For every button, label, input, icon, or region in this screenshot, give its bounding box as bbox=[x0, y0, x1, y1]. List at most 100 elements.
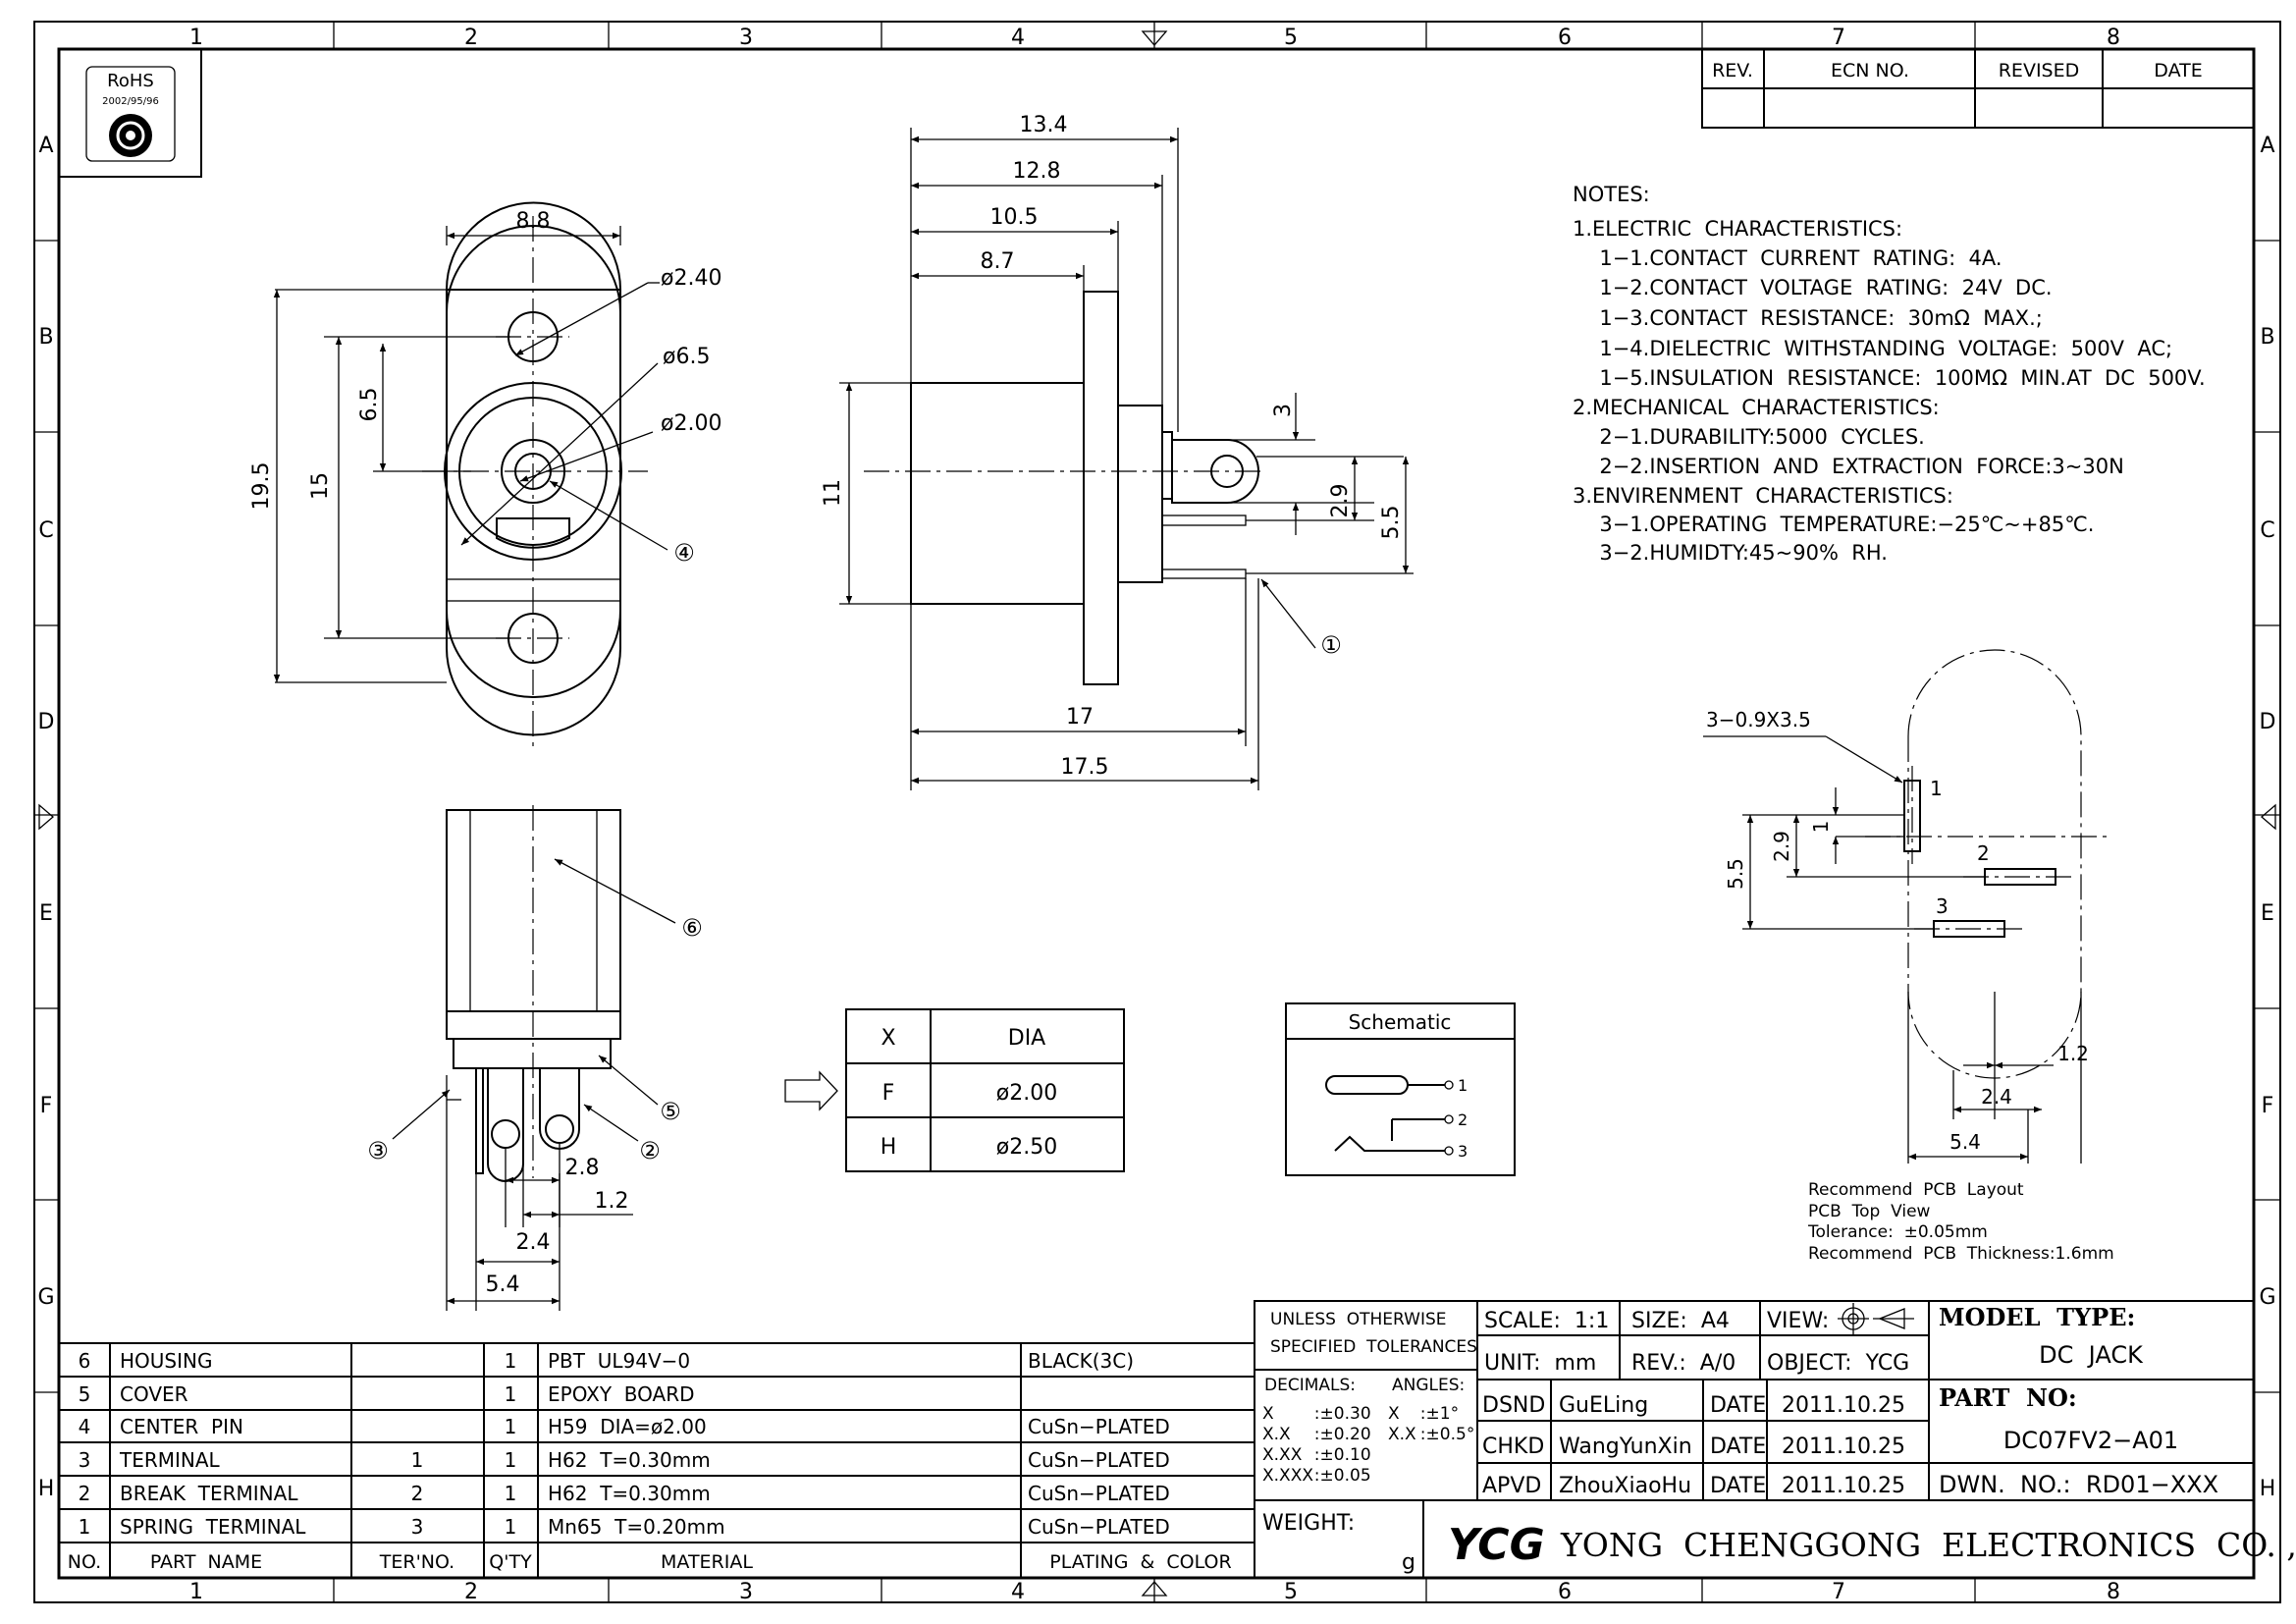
notes-block: NOTES: 1.ELECTRIC CHARACTERISTICS: 1−1.C… bbox=[1573, 183, 2206, 565]
schematic-title: Schematic bbox=[1349, 1010, 1452, 1034]
part-label: PART NO: bbox=[1939, 1383, 2077, 1412]
bom-ter: 3 bbox=[411, 1515, 424, 1539]
date-value: 2011.10.25 bbox=[1782, 1393, 1905, 1418]
tol-key: X.XX bbox=[1262, 1445, 1303, 1465]
schem-pin-3: 3 bbox=[1458, 1142, 1468, 1161]
row-letter: H bbox=[38, 1477, 55, 1501]
col-number: 8 bbox=[2107, 26, 2120, 50]
notes-title: NOTES: bbox=[1573, 183, 1650, 206]
col-number: 2 bbox=[464, 1580, 478, 1604]
row-letter: D bbox=[38, 710, 55, 734]
note-line: 1.ELECTRIC CHARACTERISTICS: bbox=[1573, 217, 1902, 241]
bom-material: EPOXY BOARD bbox=[548, 1382, 695, 1406]
callout-1: ① bbox=[1320, 631, 1342, 659]
callout-3: ③ bbox=[367, 1137, 389, 1164]
date-label: DATE bbox=[1710, 1435, 1766, 1459]
col-number: 6 bbox=[1558, 1580, 1572, 1604]
dia-cell: ø2.00 bbox=[996, 1081, 1057, 1106]
col-number: 7 bbox=[1832, 1580, 1845, 1604]
dia-cell: F bbox=[882, 1081, 895, 1106]
row-letter: D bbox=[2260, 710, 2276, 734]
tol-val: :±0.30 bbox=[1304, 1404, 1371, 1424]
part-value: DC07FV2−A01 bbox=[2003, 1427, 2178, 1454]
dim-1-2: 1.2 bbox=[595, 1189, 629, 1214]
col-number: 8 bbox=[2107, 1580, 2120, 1604]
bom-ter: 2 bbox=[411, 1482, 424, 1505]
bom-no: 2 bbox=[79, 1482, 91, 1505]
callout-2: ② bbox=[639, 1137, 661, 1164]
bom-plating: CuSn−PLATED bbox=[1028, 1415, 1170, 1438]
bom-plating: CuSn−PLATED bbox=[1028, 1482, 1170, 1505]
row-letter: B bbox=[38, 325, 53, 350]
row-letter: C bbox=[38, 518, 53, 543]
chkd-name: WangYunXin bbox=[1559, 1435, 1692, 1459]
bom-header-name: PART NAME bbox=[150, 1551, 262, 1573]
row-letter: A bbox=[38, 134, 53, 158]
drawing-number: DWN. NO.: RD01−XXX bbox=[1939, 1471, 2218, 1498]
weight-label: WEIGHT: bbox=[1262, 1511, 1355, 1536]
dim-2-4: 2.4 bbox=[516, 1230, 551, 1255]
col-number: 7 bbox=[1832, 26, 1845, 50]
dim-overall: 13.4 bbox=[1020, 113, 1068, 137]
schem-pin-2: 2 bbox=[1458, 1110, 1468, 1129]
col-number: 1 bbox=[189, 26, 203, 50]
view-label: VIEW: bbox=[1767, 1309, 1829, 1333]
bottom-view: ⑥ ⑤ ③ ② 2.8 1.2 2.4 5.4 bbox=[367, 805, 703, 1311]
bom-name: CENTER PIN bbox=[120, 1415, 243, 1438]
dia-header-dia: DIA bbox=[1008, 1026, 1045, 1051]
size: SIZE: A4 bbox=[1631, 1309, 1730, 1333]
dim-8-7: 8.7 bbox=[981, 249, 1015, 274]
company-name: YONG CHENGGONG ELECTRONICS CO. , LTD. bbox=[1560, 1526, 2296, 1564]
object: OBJECT: YCG bbox=[1767, 1351, 1909, 1376]
pcb-hole-label: 3−0.9X3.5 bbox=[1706, 708, 1811, 731]
tol-val: :±0.20 bbox=[1304, 1425, 1371, 1444]
revision: REV.: A/0 bbox=[1631, 1351, 1735, 1376]
bom-qty: 1 bbox=[505, 1448, 517, 1472]
chkd-label: CHKD bbox=[1482, 1435, 1544, 1459]
plug-icon bbox=[1325, 1075, 1409, 1095]
pcb-dim-2-4: 2.4 bbox=[1981, 1085, 2012, 1109]
note-line: 2−1.DURABILITY:5000 CYCLES. bbox=[1586, 425, 1925, 449]
dim-17-5: 17.5 bbox=[1061, 755, 1109, 780]
tol-key: X.XXX bbox=[1262, 1466, 1313, 1486]
flange bbox=[1083, 291, 1119, 685]
schem-pin-1: 1 bbox=[1458, 1076, 1468, 1095]
ang-key: X.X bbox=[1388, 1425, 1416, 1444]
dim-12-8: 12.8 bbox=[1013, 159, 1061, 184]
bom-plating: BLACK(3C) bbox=[1028, 1349, 1134, 1373]
pcb-note: Recommend PCB Thickness:1.6mm bbox=[1808, 1244, 2114, 1264]
note-line: 3−1.OPERATING TEMPERATURE:−25℃~+85℃. bbox=[1586, 513, 2094, 536]
bom-name: COVER bbox=[120, 1382, 188, 1406]
front-view: 8.8 19.5 15 6.5 ø2.40 ø6.5 ø2.00 ④ bbox=[249, 201, 721, 746]
col-number: 1 bbox=[189, 1580, 203, 1604]
date-label: DATE bbox=[1710, 1474, 1766, 1498]
row-letter: G bbox=[37, 1285, 54, 1310]
apvd-name: ZhouXiaoHu bbox=[1559, 1474, 1691, 1498]
callout-6: ⑥ bbox=[681, 914, 703, 942]
bom-material: Mn65 T=0.20mm bbox=[548, 1515, 725, 1539]
weight-unit: g bbox=[1402, 1550, 1415, 1575]
col-number: 6 bbox=[1558, 26, 1572, 50]
dim-hole-to-center: 6.5 bbox=[357, 388, 382, 422]
column-numbers: 1 2 3 4 5 6 7 8 1 2 3 4 5 6 7 8 bbox=[189, 26, 2120, 1604]
bom-material: PBT UL94V−0 bbox=[548, 1349, 690, 1373]
dim-height: 19.5 bbox=[249, 462, 274, 511]
note-line: 1−5.INSULATION RESISTANCE: 100MΩ MIN.AT … bbox=[1586, 366, 2206, 390]
row-letter: A bbox=[2260, 134, 2274, 158]
bom-no: 4 bbox=[79, 1415, 91, 1438]
ang-val: :±0.5° bbox=[1410, 1425, 1474, 1444]
ang-key: X bbox=[1388, 1404, 1400, 1424]
dia-header-x: X bbox=[881, 1026, 895, 1051]
spring-contact-icon bbox=[1334, 1135, 1445, 1152]
row-letter: C bbox=[2260, 518, 2274, 543]
projection-view-icon bbox=[1838, 1303, 1914, 1334]
note-line: 1−1.CONTACT CURRENT RATING: 4A. bbox=[1586, 246, 2002, 270]
row-letter: H bbox=[2260, 1477, 2276, 1501]
dim-hole-pitch: 15 bbox=[308, 472, 333, 500]
arrow-right-icon bbox=[784, 1070, 838, 1111]
pcb-dim-1: 1 bbox=[1809, 821, 1833, 834]
schematic-box: Schematic 1 2 3 bbox=[1285, 1002, 1516, 1176]
note-line: 1−2.CONTACT VOLTAGE RATING: 24V DC. bbox=[1586, 276, 2053, 299]
company-logo: YCG bbox=[1448, 1520, 1545, 1570]
